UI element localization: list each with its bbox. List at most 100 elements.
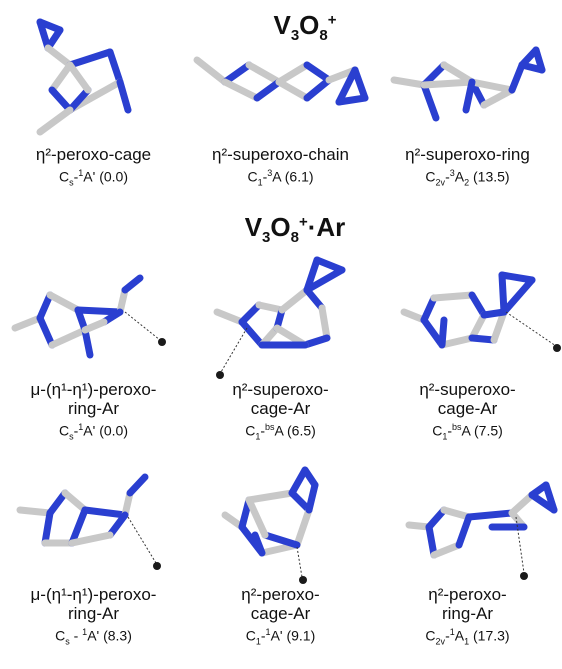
- spin-superscript: 1: [78, 422, 84, 432]
- electronic-state: A': [83, 168, 96, 185]
- separator: -: [260, 422, 266, 439]
- state-label: Cs-1A' (0.0): [0, 164, 187, 191]
- relative-energy: (8.3): [103, 627, 132, 644]
- structure-panel: η²-superoxo- cage-Ar C1-bsA (6.5): [187, 250, 374, 445]
- point-group: C: [58, 168, 70, 185]
- relative-energy: (6.5): [287, 422, 316, 439]
- point-group: C: [425, 168, 436, 185]
- spin-superscript: bs: [265, 422, 275, 432]
- electronic-state: A': [83, 422, 96, 439]
- molecule-superoxo-cage-ar-2: [400, 271, 561, 352]
- state-label: Cs-1A' (0.0): [0, 418, 187, 445]
- title-charge: +: [298, 213, 308, 231]
- structure-name-line2: cage-Ar: [250, 604, 311, 623]
- structure-name: η²-peroxo-cage: [35, 145, 152, 164]
- title-subscript: 8: [319, 27, 328, 45]
- structure-panel: η²-peroxo-cage Cs-1A' (0.0): [0, 10, 187, 191]
- structure-panel: η²-peroxo- cage-Ar C1-1A' (9.1): [187, 465, 374, 650]
- state-label: C2v-3A2 (13.5): [374, 164, 561, 191]
- relative-energy: (0.0): [99, 422, 128, 439]
- point-group: C: [247, 168, 258, 185]
- relative-energy: (9.1): [286, 627, 316, 644]
- molecule-peroxo-cage-ar: [221, 466, 319, 584]
- structure-name: η²-superoxo-ring: [405, 145, 530, 164]
- electronic-state: A': [270, 627, 283, 644]
- structure-panel: μ-(η¹-η¹)-peroxo- ring-Ar Cs-1A' (0.0): [0, 250, 187, 445]
- spin-superscript: 3: [267, 168, 273, 178]
- structure-name-line2: cage-Ar: [250, 399, 311, 418]
- relative-energy: (17.3): [473, 627, 510, 644]
- structure-name-line1: η²-peroxo-: [241, 585, 320, 604]
- state-label: C1-3A (6.1): [187, 164, 374, 191]
- point-group-subscript: 1: [255, 636, 261, 647]
- point-group-subscript: 1: [255, 431, 261, 442]
- relative-energy: (13.5): [473, 168, 510, 185]
- spin-superscript: 1: [449, 627, 455, 637]
- structure-panel: η²-superoxo- cage-Ar C1-bsA (7.5): [374, 250, 561, 445]
- structure-panel: η²-superoxo-chain C1-3A (6.1): [187, 10, 374, 191]
- separator: -: [73, 422, 79, 439]
- title-ar-suffix: ·Ar: [307, 212, 346, 242]
- point-group: C: [245, 627, 256, 644]
- structure-name-line2: ring-Ar: [67, 604, 119, 623]
- point-group: C: [425, 627, 436, 644]
- electronic-state: A: [454, 627, 465, 644]
- state-label: Cs - 1A' (8.3): [0, 623, 187, 650]
- title-subscript: 3: [262, 229, 271, 247]
- point-group-subscript: s: [69, 431, 74, 442]
- separator: -: [447, 422, 453, 439]
- spin-superscript: 1: [82, 627, 88, 637]
- structure-name: η²-superoxo-chain: [211, 145, 349, 164]
- point-group-subscript: 2v: [435, 636, 446, 647]
- title-element-o: O: [299, 10, 320, 40]
- state-label: C2v-1A1 (17.3): [374, 623, 561, 650]
- structure-name-line1: μ-(η¹-η¹)-peroxo-: [30, 585, 157, 604]
- point-group: C: [432, 422, 443, 439]
- electronic-state: A': [87, 627, 100, 644]
- structure-name-line1: η²-superoxo-: [419, 380, 516, 399]
- point-group-subscript: s: [65, 636, 70, 647]
- molecule-mu-peroxo-ring-ar-2: [16, 473, 161, 570]
- point-group-subscript: 2v: [435, 177, 446, 188]
- spin-superscript: 1: [78, 168, 84, 178]
- relative-energy: (7.5): [474, 422, 503, 439]
- separator: -: [262, 168, 268, 185]
- electronic-state: A: [274, 422, 284, 439]
- molecule-superoxo-chain: [193, 56, 369, 106]
- molecule-mu-peroxo-ring-ar: [11, 274, 166, 359]
- state-label: C1-bsA (6.5): [187, 418, 374, 445]
- electronic-state: A: [454, 168, 465, 185]
- title-element-v: V: [273, 10, 291, 40]
- relative-energy: (0.0): [99, 168, 128, 185]
- spin-superscript: 1: [265, 627, 271, 637]
- state-label: C1-1A' (9.1): [187, 623, 374, 650]
- point-group-subscript: s: [69, 177, 74, 188]
- separator: -: [73, 168, 79, 185]
- separator: -: [445, 168, 450, 185]
- title-element-v: V: [244, 212, 263, 242]
- structure-panel: η²-superoxo-ring C2v-3A2 (13.5): [374, 10, 561, 191]
- molecule-superoxo-ring: [390, 46, 546, 122]
- structure-panel: η²-peroxo- ring-Ar C2v-1A1 (17.3): [374, 465, 561, 650]
- relative-energy: (6.1): [284, 168, 314, 185]
- title-charge: +: [327, 11, 337, 29]
- structure-name-line2: ring-Ar: [441, 604, 493, 623]
- separator: -: [260, 627, 266, 644]
- molecule-superoxo-cage-ar-1: [213, 256, 346, 379]
- electronic-state: A: [461, 422, 471, 439]
- electronic-state: A: [272, 168, 281, 185]
- title-subscript: 8: [290, 229, 299, 247]
- structure-name-line1: μ-(η¹-η¹)-peroxo-: [30, 380, 157, 399]
- point-group-subscript: 1: [257, 177, 263, 188]
- state-subscript: 1: [464, 636, 470, 647]
- structure-name-line1: η²-peroxo-: [428, 585, 507, 604]
- title-v3o8-cation-ar: V3O8+·Ar: [220, 212, 370, 246]
- title-v3o8-cation: V3O8+: [250, 10, 360, 44]
- molecule-peroxo-ring-ar: [405, 481, 558, 580]
- separator: -: [445, 627, 450, 644]
- structure-name-line2: cage-Ar: [437, 399, 498, 418]
- point-group-subscript: 1: [442, 431, 448, 442]
- point-group: C: [58, 422, 70, 439]
- spin-superscript: bs: [452, 422, 462, 432]
- structure-panel: μ-(η¹-η¹)-peroxo- ring-Ar Cs - 1A' (8.3): [0, 465, 187, 650]
